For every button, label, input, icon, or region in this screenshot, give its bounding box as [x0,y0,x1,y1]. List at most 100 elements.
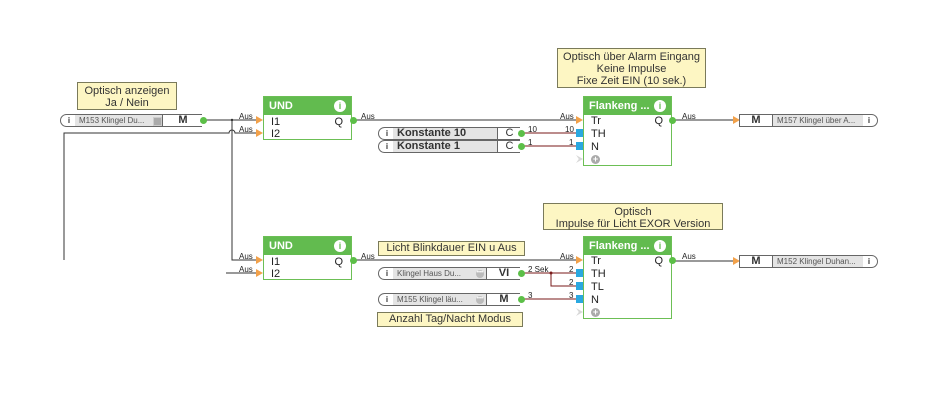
input-port[interactable] [576,256,583,264]
output-port[interactable] [518,270,525,277]
wire-m153-und2-i1 [231,120,262,261]
input-port[interactable] [256,116,263,124]
output-type: M [740,115,773,126]
note-blink: Licht Blinkdauer EIN u Aus [378,241,525,256]
input-port[interactable] [256,256,263,264]
wire-label: Aus [682,252,696,261]
wire-label: Aus [682,112,696,121]
output-port[interactable] [350,117,357,124]
block-title: UND [269,240,293,252]
wire-label: 3 [569,291,574,300]
info-icon[interactable]: i [385,142,389,151]
info-icon[interactable]: i [385,269,389,278]
output-port[interactable] [669,257,676,264]
input-label: Konstante 10 [393,128,497,139]
output-port[interactable] [518,143,525,150]
pin-tr: Tr [591,115,601,127]
pin-n: N [591,294,599,306]
note-line: Fixe Zeit EIN (10 sek.) [576,75,687,87]
note-optisch-anzeigen: Optisch anzeigen Ja / Nein [77,82,177,110]
more-icon[interactable]: ••• [476,270,484,278]
output-m152[interactable]: M M152 Klingel Duhan... i [739,255,878,268]
block-title: UND [269,100,293,112]
input-port-empty[interactable] [576,308,583,316]
pin-i1: I1 [271,256,281,268]
input-port[interactable] [576,116,583,124]
info-icon[interactable]: i [867,257,871,266]
wire-label: Aus [239,112,253,121]
output-port[interactable] [518,130,525,137]
info-icon[interactable]: i [654,240,666,252]
wire-label: Aus [361,252,375,261]
note-line: Optisch [614,206,652,218]
input-port[interactable] [576,142,583,150]
input-port[interactable] [576,129,583,137]
input-port[interactable] [256,129,263,137]
info-icon[interactable]: i [654,100,666,112]
output-port[interactable] [518,296,525,303]
info-icon[interactable]: i [385,295,389,304]
flankengenerator-block-2[interactable]: Flankeng ...i Tr TH TL N Q + [583,236,672,319]
info-icon[interactable]: i [385,129,389,138]
note-line: Ja / Nein [105,97,149,109]
input-konstante-10[interactable]: i Konstante 10 C [378,127,521,140]
note-exor: Optisch Impulse für Licht EXOR Version [543,203,723,230]
info-icon[interactable]: i [67,116,71,125]
pin-i1: I1 [271,116,281,128]
info-icon[interactable]: i [334,240,346,252]
junction-dot [549,271,553,275]
pin-q: Q [654,115,663,127]
note-line: Optisch anzeigen [84,85,170,97]
output-type: M [740,256,773,267]
input-port[interactable] [576,295,583,303]
add-input-icon[interactable]: + [591,154,600,164]
input-label: M155 Klingel läu... [393,294,486,305]
input-port[interactable] [733,116,740,124]
junction-dot [230,118,234,122]
input-port[interactable] [733,257,740,265]
output-port[interactable] [669,117,676,124]
input-type: M [486,294,521,305]
output-port[interactable] [350,257,357,264]
wire-label: Aus [560,112,574,121]
output-label: M157 Klingel über A... [773,115,863,126]
flankengenerator-block-1[interactable]: Flankeng ...i Tr TH N Q + [583,96,672,166]
input-port[interactable] [576,282,583,290]
pin-q: Q [654,255,663,267]
input-port[interactable] [576,269,583,277]
output-port[interactable] [200,117,207,124]
pin-q: Q [334,116,343,128]
note-alarm: Optisch über Alarm Eingang Keine Impulse… [557,48,706,88]
wire-label: 2 [569,278,574,287]
input-konstante-1[interactable]: i Konstante 1 C [378,140,521,153]
toggle-icon[interactable] [153,117,162,126]
und-block-1[interactable]: UND i I1 I2 Q [263,96,352,140]
wire-label: 2 Sek [528,265,549,274]
output-label: M152 Klingel Duhan... [773,256,863,267]
wire-label: Aus [361,112,375,121]
input-port[interactable] [256,269,263,277]
input-port-empty[interactable] [576,155,583,163]
pin-q: Q [334,256,343,268]
input-label: M153 Klingel Du... [75,115,162,126]
add-input-icon[interactable]: + [591,307,600,317]
info-icon[interactable]: i [334,100,346,112]
output-m157[interactable]: M M157 Klingel über A... i [739,114,878,127]
pin-th: TH [591,128,606,140]
wire-label: Aus [560,252,574,261]
input-m155[interactable]: i M155 Klingel läu... ••• M [378,293,521,306]
wire-label: Aus [239,265,253,274]
pin-tr: Tr [591,255,601,267]
wire-vi-tl [550,273,582,287]
info-icon[interactable]: i [867,116,871,125]
wire-loop-und1-i2 [63,129,262,260]
wire-label: 1 [528,138,533,147]
input-m153[interactable]: i M153 Klingel Du... M [60,114,203,127]
pin-i2: I2 [271,128,281,140]
input-label: Klingel Haus Du... [393,268,486,279]
note-anzahl: Anzahl Tag/Nacht Modus [377,312,523,327]
wire-label: 1 [569,138,574,147]
more-icon[interactable]: ••• [476,296,484,304]
input-klingel-haus[interactable]: i Klingel Haus Du... ••• VI [378,267,521,280]
